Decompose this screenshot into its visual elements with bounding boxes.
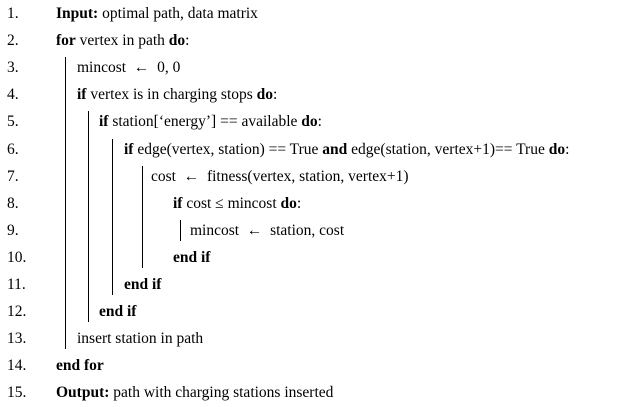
line-number: 15. (7, 384, 27, 402)
keyword: do (280, 194, 297, 212)
line-number: 10. (7, 248, 27, 266)
line-code: for vertex in path do: (56, 27, 189, 54)
code-text: vertex is in charging stops (86, 86, 257, 104)
algorithm-line: 14. end for (0, 352, 642, 379)
algorithm-line: 6. if edge(vertex, station) == True and e… (0, 136, 642, 163)
algorithm-line: 15. Output: path with charging stations i… (0, 379, 642, 406)
algorithm-line: 5. if station[‘energy’] == available do: (0, 108, 642, 135)
line-code: end if (173, 244, 210, 271)
line-code: if station[‘energy’] == available do: (99, 108, 322, 135)
keyword: end if (173, 248, 211, 266)
keyword: if (99, 113, 109, 131)
keyword: if (124, 140, 134, 158)
code-text: : (185, 32, 190, 50)
algorithm-line: 1. Input: optimal path, data matrix (0, 0, 642, 27)
code-text: mincost ← 0, 0 (77, 59, 181, 77)
keyword: if (77, 86, 87, 104)
keyword: for (56, 32, 76, 50)
line-code: end if (124, 271, 161, 298)
code-text: path with charging stations inserted (109, 384, 334, 402)
keyword: end for (56, 357, 104, 375)
line-number: 8. (7, 194, 19, 212)
block-indent-guide (142, 165, 143, 268)
algorithm-line: 8. if cost ≤ mincost do: (0, 190, 642, 217)
code-text: vertex in path (75, 32, 169, 50)
algorithm-line: 4. if vertex is in charging stops do: (0, 81, 642, 108)
keyword: Input: (56, 5, 99, 22)
block-indent-guide (180, 219, 181, 241)
line-code: if vertex is in charging stops do: (77, 81, 277, 108)
algorithm-line: 9. mincost ← station, cost (0, 217, 642, 244)
line-code: Output: path with charging stations inse… (56, 379, 333, 406)
line-number: 5. (7, 113, 19, 131)
algorithm-line: 3. mincost ← 0, 0 (0, 54, 642, 81)
line-number: 7. (7, 167, 19, 185)
keyword: and (322, 140, 348, 158)
code-text: : (317, 113, 322, 131)
keyword: do (168, 32, 186, 50)
block-indent-guide (65, 57, 66, 350)
line-number: 14. (7, 357, 27, 375)
line-code: insert station in path (77, 325, 203, 352)
line-code: if edge(vertex, station) == True and edg… (124, 136, 569, 163)
code-text: mincost ← station, cost (190, 221, 345, 239)
keyword: do (256, 86, 274, 104)
algorithm-line: 2. for vertex in path do: (0, 27, 642, 54)
keyword: Output: (56, 384, 110, 402)
algorithm-line: 11. end if (0, 271, 642, 298)
line-number: 9. (7, 221, 19, 239)
block-indent-guide (88, 111, 89, 323)
keyword: end if (99, 303, 137, 321)
code-text: : (296, 194, 302, 212)
code-text: edge(station, vertex+1)== True (347, 140, 549, 158)
code-text: : (565, 140, 570, 158)
code-text: : (273, 86, 278, 104)
keyword: if (173, 194, 183, 212)
line-code: end if (99, 298, 136, 325)
line-code: if cost ≤ mincost do: (173, 190, 301, 217)
line-number: 13. (7, 330, 27, 348)
line-code: end for (56, 352, 104, 379)
code-text: station[‘energy’] == available (108, 113, 302, 131)
code-text: edge(vertex, station) == True (133, 140, 323, 158)
code-text: optimal path, data matrix (98, 5, 258, 22)
algorithm-line: 7. cost ← fitness(vertex, station, vertex… (0, 163, 642, 190)
line-number: 11. (7, 276, 26, 293)
line-code: Input: optimal path, data matrix (56, 0, 258, 27)
line-number: 6. (7, 140, 19, 158)
algorithm-line: 13. insert station in path (0, 325, 642, 352)
line-number: 3. (7, 59, 19, 77)
line-code: mincost ← 0, 0 (77, 54, 180, 81)
line-number: 4. (7, 86, 19, 104)
line-number: 2. (7, 32, 19, 50)
line-code: mincost ← station, cost (190, 217, 344, 244)
algorithm-line: 12. end if (0, 298, 642, 325)
algorithm-line: 10. end if (0, 244, 642, 271)
block-indent-guide (112, 138, 113, 296)
keyword: do (301, 113, 318, 131)
code-text: cost ≤ mincost (182, 194, 281, 212)
code-text: cost ← fitness(vertex, station, vertex+1… (151, 167, 409, 185)
keyword: end if (124, 276, 162, 293)
line-code: cost ← fitness(vertex, station, vertex+1… (151, 163, 409, 190)
code-text: insert station in path (77, 330, 204, 348)
keyword: do (548, 140, 566, 158)
line-number: 1. (7, 5, 19, 22)
line-number: 12. (7, 303, 27, 321)
